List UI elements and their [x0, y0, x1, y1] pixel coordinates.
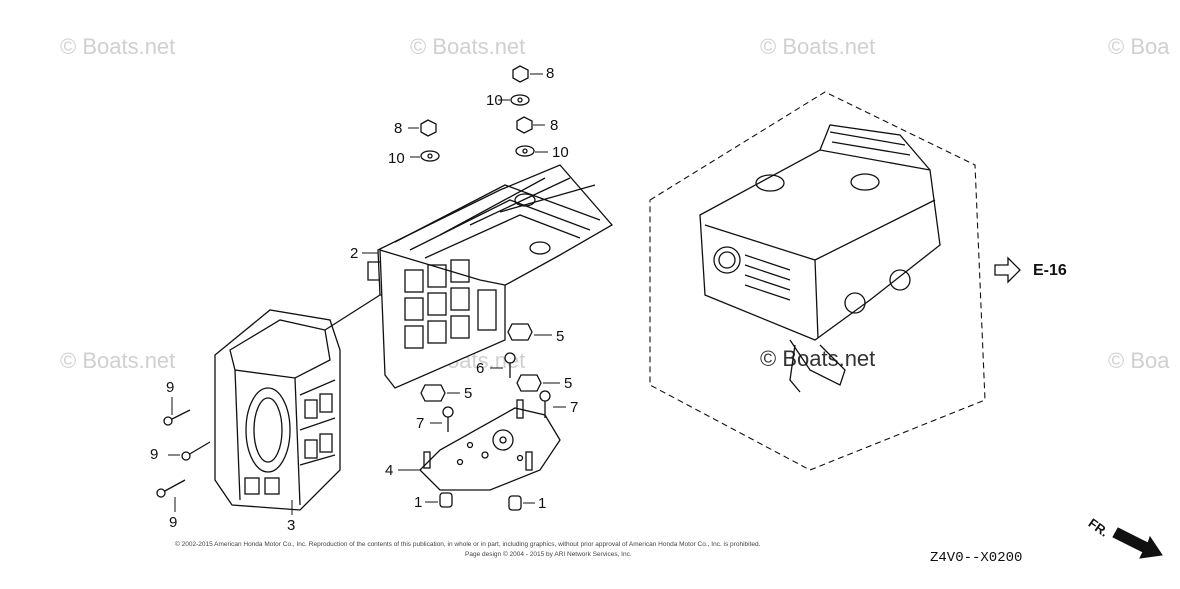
callout-1: 1	[538, 495, 547, 512]
watermark: © Boa	[1108, 34, 1170, 59]
callout-2: 2	[350, 245, 359, 262]
callout-9: 9	[166, 379, 175, 396]
leader-lines	[168, 73, 566, 515]
callout-6: 6	[476, 360, 485, 377]
bolts	[156, 352, 551, 498]
callout-9: 9	[169, 514, 178, 531]
callout-5: 5	[464, 385, 473, 402]
callout-3: 3	[287, 517, 296, 534]
reference-arrow-icon	[994, 256, 1021, 284]
callout-5: 5	[564, 375, 573, 392]
callout-10: 10	[388, 150, 405, 167]
engine-assembly	[649, 91, 986, 471]
watermark: © Boats.net	[410, 34, 526, 59]
watermark: © Boats.net	[760, 346, 876, 371]
page-design-line: Page design © 2004 - 2015 by ARI Network…	[465, 551, 632, 558]
watermark: © Boats.net	[60, 348, 176, 373]
part-3-housing	[214, 294, 381, 511]
part-4-plate	[419, 399, 561, 491]
callout-8: 8	[550, 117, 559, 134]
part-2-bracket	[367, 164, 614, 389]
callout-4: 4	[385, 462, 394, 479]
callout-1: 1	[414, 494, 423, 511]
callout-5: 5	[556, 328, 565, 345]
reference-label[interactable]: E-16	[1033, 262, 1067, 279]
callout-10: 10	[486, 92, 503, 109]
collars	[439, 492, 522, 511]
watermark: © Boats.net	[760, 34, 876, 59]
diagram-code: Z4V0--X0200	[930, 550, 1023, 566]
watermark: © Boats.net	[60, 34, 176, 59]
callout-7: 7	[416, 415, 425, 432]
rubber-mounts	[420, 323, 542, 402]
copyright-line: © 2002-2015 American Honda Motor Co., In…	[175, 541, 761, 548]
watermark: © Boa	[1108, 348, 1170, 373]
callout-7: 7	[570, 399, 579, 416]
callout-8: 8	[394, 120, 403, 137]
nuts-and-washers	[420, 65, 535, 162]
front-direction-arrow-icon	[1112, 527, 1163, 559]
callout-10: 10	[552, 144, 569, 161]
callout-9: 9	[150, 446, 159, 463]
callout-8: 8	[546, 65, 555, 82]
